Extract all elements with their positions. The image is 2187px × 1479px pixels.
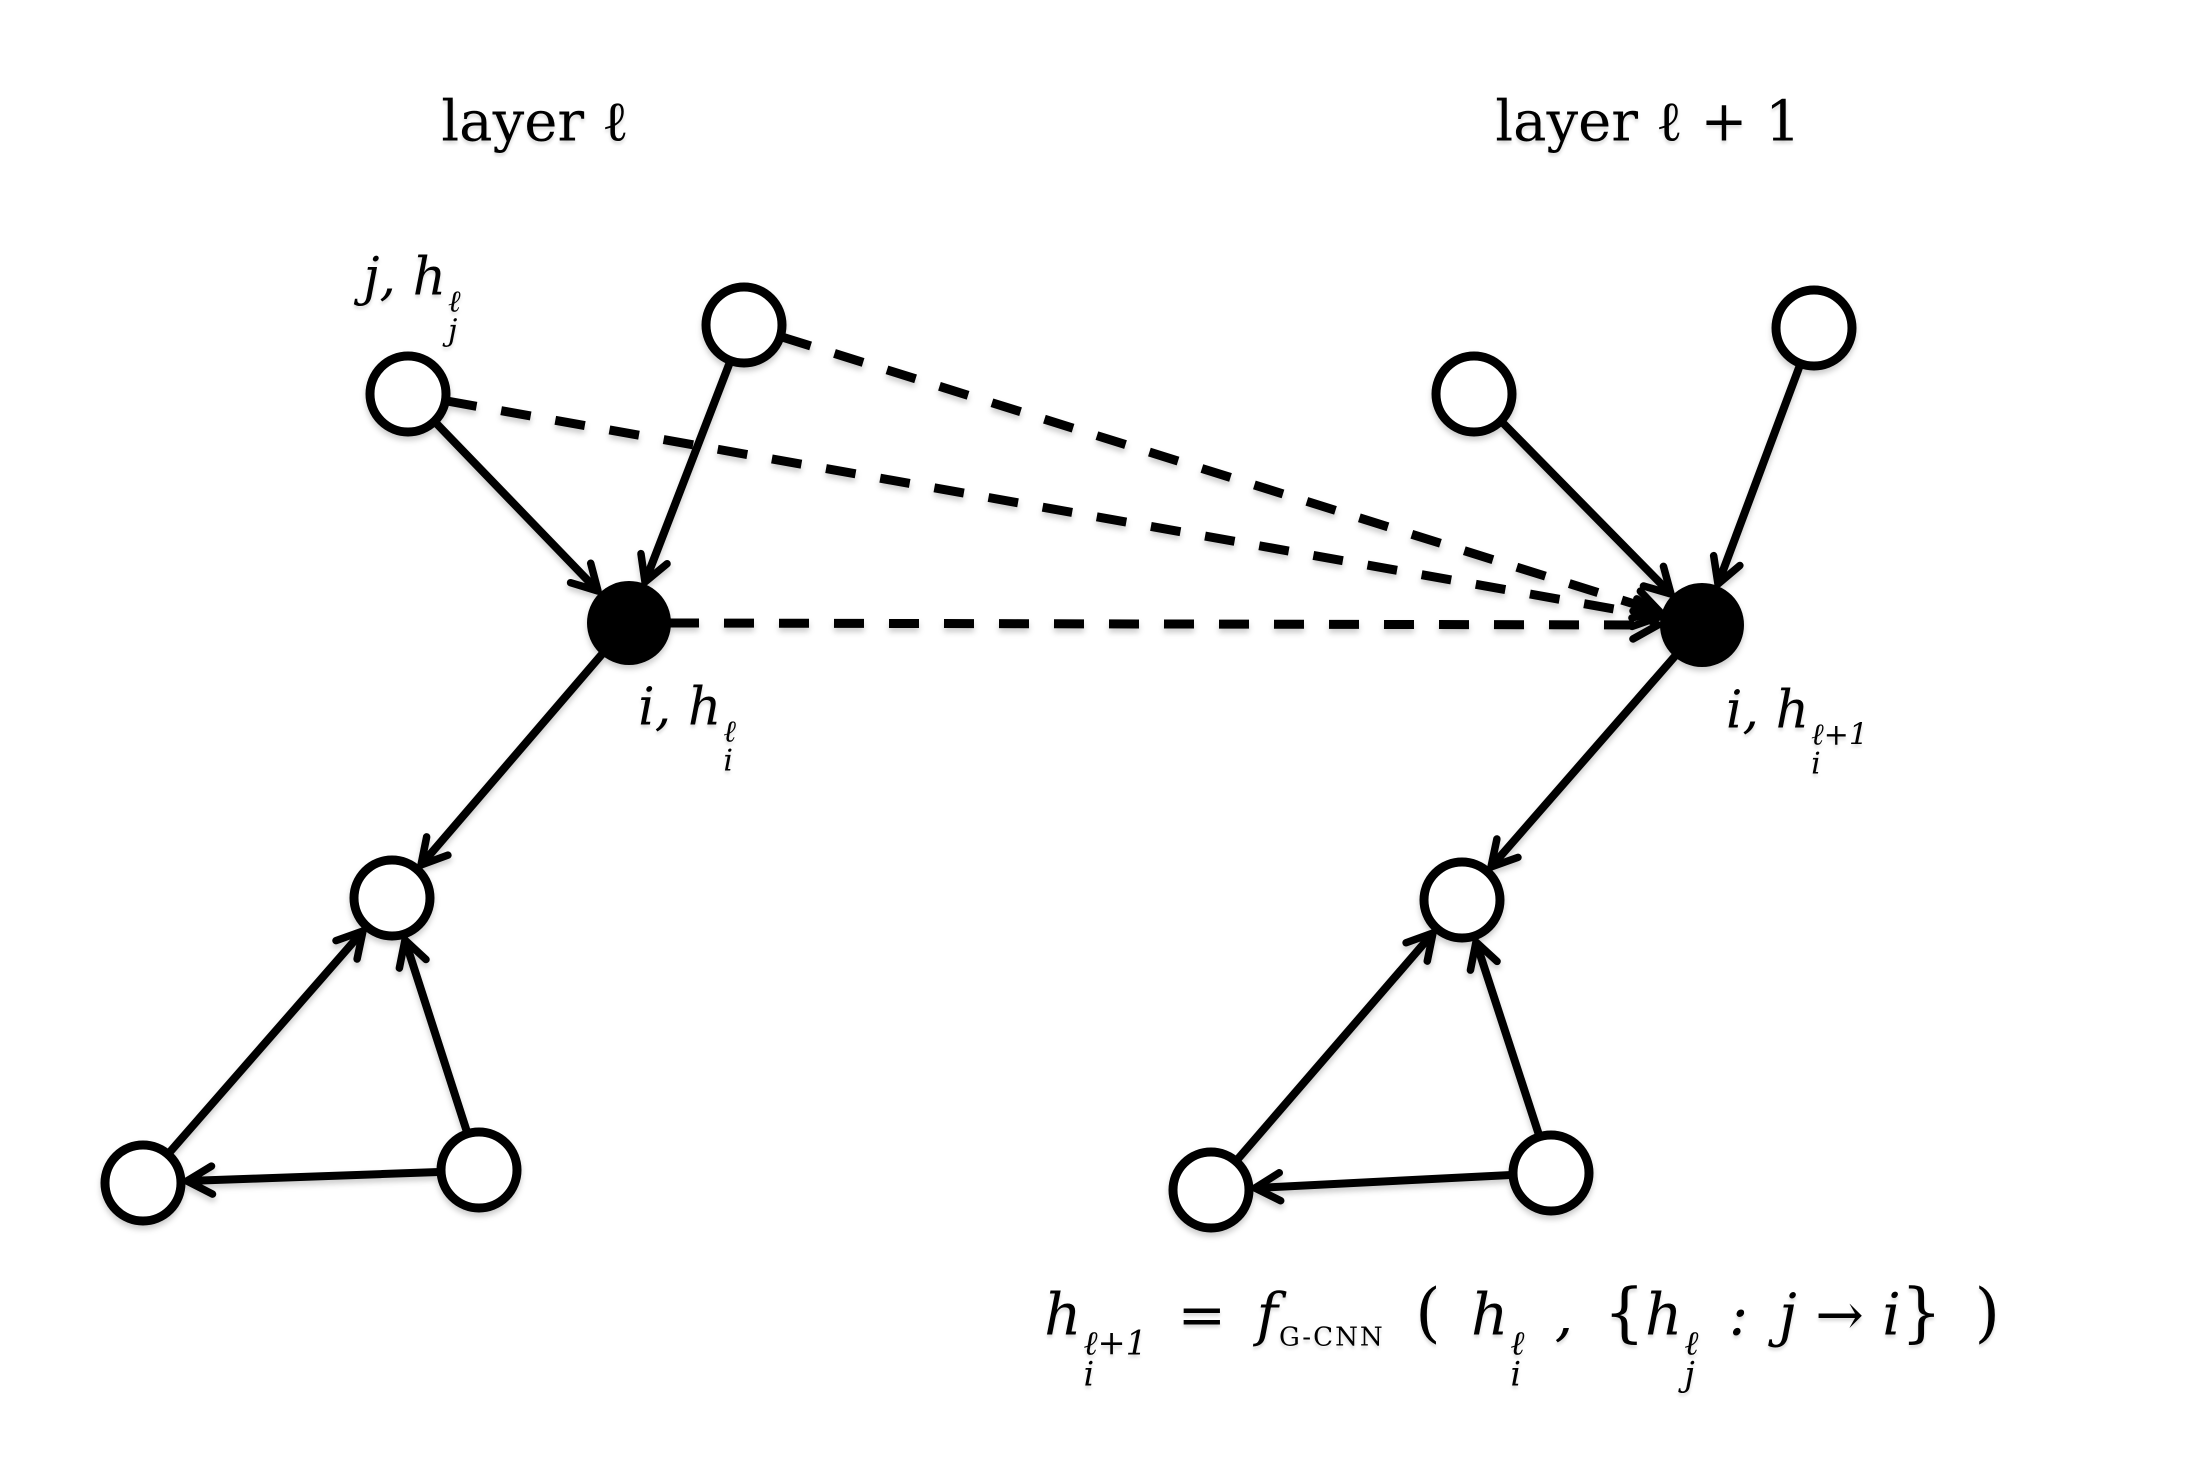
node-right-next [1771, 285, 1857, 371]
close-brace: } [1900, 1275, 1943, 1351]
node-tri-left-next [1168, 1147, 1254, 1233]
condition: j → i [1778, 1280, 1901, 1349]
edge-i-to-tri-top [417, 650, 607, 869]
close-paren: ) [1974, 1275, 2000, 1351]
node-tri-right [436, 1127, 522, 1213]
open-brace: { [1603, 1275, 1645, 1351]
colon: : [1728, 1280, 1749, 1349]
title-layer-l-plus-1: layer ℓ + 1 [1495, 89, 1801, 155]
edge-top-to-i [637, 360, 734, 586]
edge-left-to-i-next [1499, 419, 1675, 598]
edge-tri-left-to-tri-top-next [1233, 929, 1437, 1163]
node-tri-top-next [1419, 857, 1505, 943]
edge-j-to-i [433, 420, 602, 595]
edge-tri-right-to-tri-top [395, 936, 471, 1134]
edge-tri-left-to-tri-top [165, 927, 367, 1156]
dashed-edge-top-to-i-next [780, 332, 1664, 622]
function-subscript: G-CNN [1278, 1322, 1385, 1353]
comma: , [1554, 1280, 1574, 1349]
edge-right-to-i-next [1709, 363, 1804, 588]
node-tri-right-next [1508, 1130, 1594, 1216]
node-i-next-filled [1660, 583, 1744, 667]
node-j [365, 351, 451, 437]
dashed-edge-i-to-i-next [668, 607, 1662, 643]
equals-sign: = [1177, 1280, 1227, 1349]
edge-tri-right-to-tri-top-next [1466, 938, 1543, 1137]
edge-i-next-to-tri-top [1487, 652, 1680, 871]
edge-tri-right-to-tri-left-next [1251, 1169, 1512, 1205]
node-tri-top [349, 855, 435, 941]
node-tri-left [100, 1140, 186, 1226]
node-top [701, 282, 787, 368]
node-left-next [1431, 351, 1517, 437]
edge-tri-right-to-tri-left [183, 1162, 440, 1198]
open-paren: ( [1415, 1275, 1441, 1351]
title-layer-l: layer ℓ [441, 89, 629, 155]
dashed-edge-j-to-i-next [446, 396, 1663, 631]
node-i-filled [587, 581, 671, 665]
